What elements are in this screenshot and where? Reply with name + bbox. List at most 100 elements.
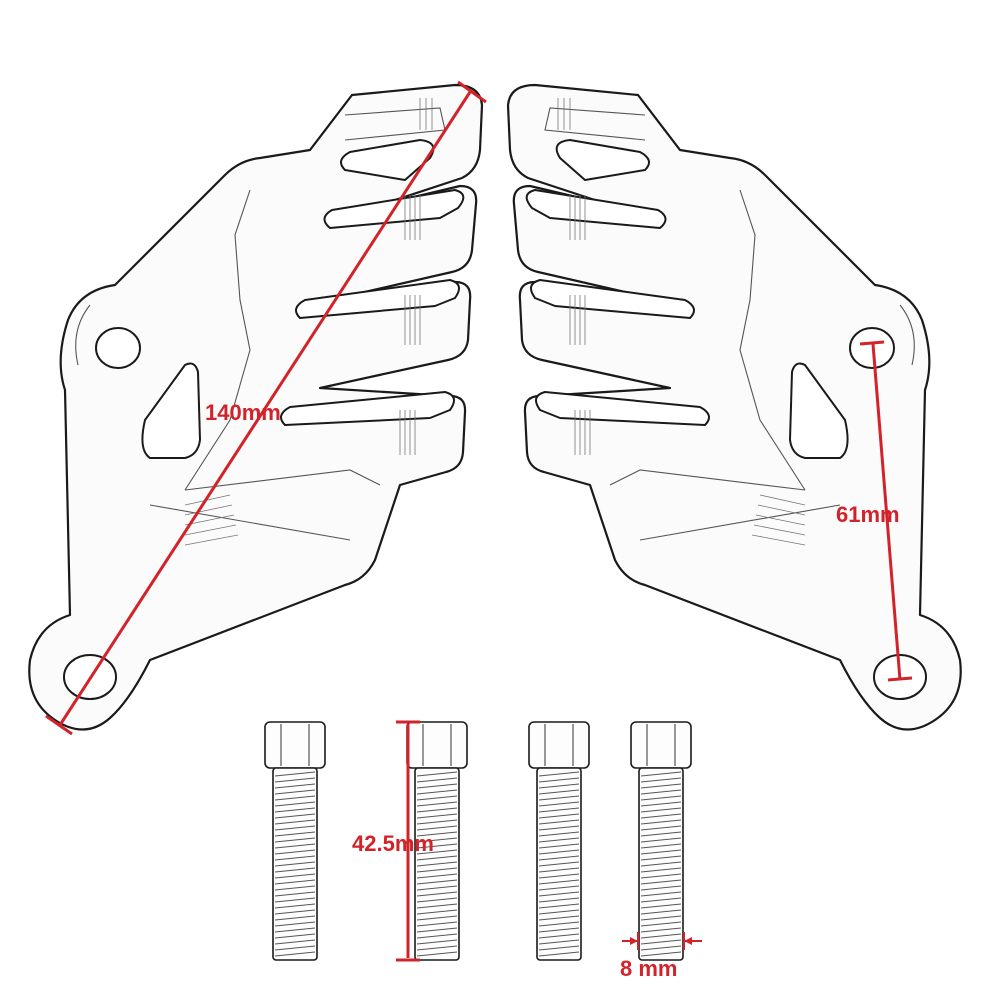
thread-line [416,825,458,831]
thread-line [416,837,458,843]
thread-line [274,909,316,915]
thread-line [416,903,458,909]
thread-line [538,831,580,837]
thread-line [538,951,580,957]
thread-line [416,783,458,789]
thread-line [274,927,316,933]
thread-line [640,771,682,777]
thread-line [640,807,682,813]
thread-line [538,945,580,951]
thread-line [538,789,580,795]
thread-line [274,879,316,885]
thread-line [640,897,682,903]
thread-line [416,771,458,777]
thread-line [416,843,458,849]
thread-line [640,795,682,801]
thread-line [416,891,458,897]
dimension-label-61mm: 61mm [836,502,900,527]
thread-line [416,807,458,813]
thread-line [640,927,682,933]
thread-line [538,891,580,897]
bolt-threads [274,771,682,957]
thread-line [274,885,316,891]
thread-line [640,915,682,921]
thread-line [416,939,458,945]
thread-line [274,795,316,801]
thread-line [274,825,316,831]
thread-line [416,915,458,921]
thread-line [538,861,580,867]
thread-line [640,909,682,915]
dimension-42-5mm [396,720,420,962]
thread-line [538,903,580,909]
dimension-label-8mm: 8 mm [620,956,677,981]
thread-line [538,915,580,921]
thread-line [538,855,580,861]
thread-line [538,873,580,879]
thread-line [640,813,682,819]
thread-line [538,795,580,801]
thread-line [274,945,316,951]
thread-line [416,945,458,951]
thread-line [538,879,580,885]
thread-line [538,801,580,807]
thread-line [640,885,682,891]
thread-line [274,861,316,867]
thread-line [274,903,316,909]
thread-line [538,825,580,831]
thread-line [538,777,580,783]
thread-line [640,801,682,807]
dimension-140mm [45,80,487,736]
thread-line [538,843,580,849]
right-bracket [506,83,962,731]
thread-line [416,867,458,873]
thread-line [416,831,458,837]
thread-line [538,933,580,939]
thread-line [640,837,682,843]
thread-line [538,813,580,819]
thread-line [640,939,682,945]
thread-line [416,873,458,879]
thread-line [274,807,316,813]
dimension-label-42-5mm: 42.5mm [352,831,434,856]
thread-line [274,801,316,807]
thread-line [640,831,682,837]
thread-line [274,813,316,819]
thread-line [274,819,316,825]
thread-line [274,939,316,945]
thread-line [274,771,316,777]
thread-line [538,837,580,843]
thread-line [538,921,580,927]
thread-line [640,921,682,927]
thread-line [640,789,682,795]
thread-line [640,951,682,957]
thread-line [538,771,580,777]
thread-line [274,789,316,795]
thread-line [640,777,682,783]
thread-line [274,897,316,903]
dimension-label-140mm: 140mm [205,400,281,425]
thread-line [640,879,682,885]
thread-line [274,951,316,957]
thread-line [274,867,316,873]
thread-line [274,933,316,939]
thread-line [538,897,580,903]
thread-line [416,885,458,891]
thread-line [274,777,316,783]
thread-line [640,861,682,867]
thread-line [416,849,458,855]
thread-line [640,849,682,855]
thread-line [274,873,316,879]
thread-line [274,837,316,843]
thread-line [416,933,458,939]
thread-line [274,855,316,861]
dimension-61mm [859,340,913,682]
thread-line [538,867,580,873]
thread-line [274,849,316,855]
thread-line [640,855,682,861]
thread-line [274,891,316,897]
thread-line [538,849,580,855]
thread-line [640,873,682,879]
dimension-8mm [622,932,702,950]
